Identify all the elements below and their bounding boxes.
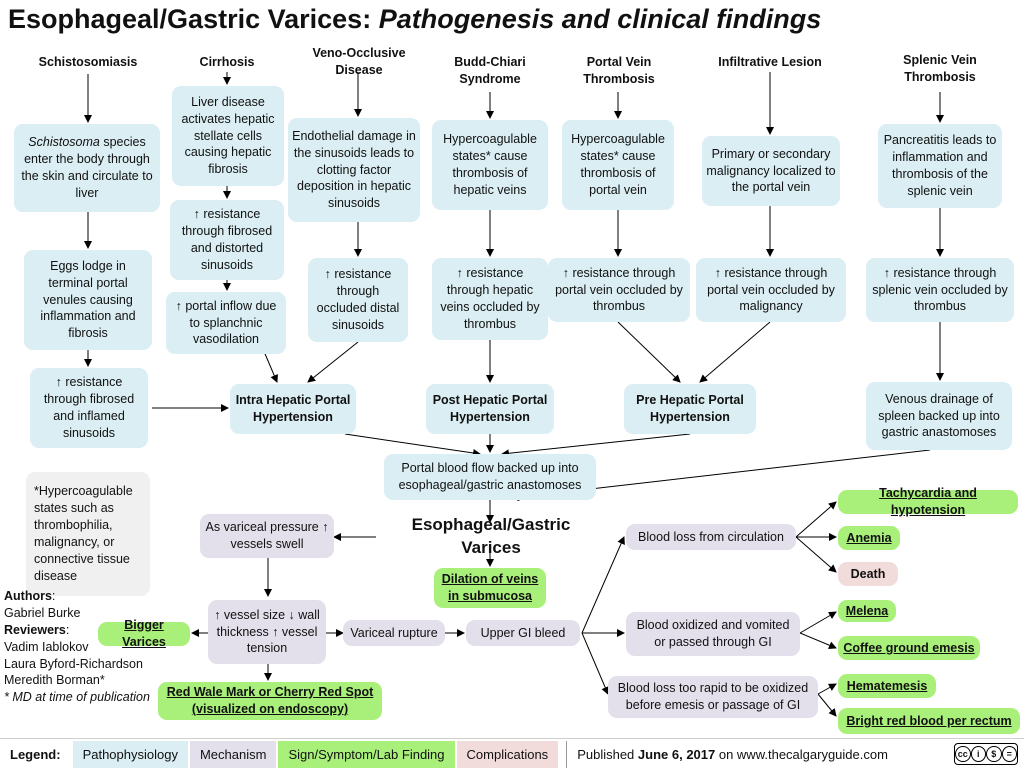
cirrhosis-stellate: Liver disease activates hepatic stellate…: [172, 86, 284, 186]
schistosoma-text: Schistosoma: [28, 135, 100, 150]
schisto-entry-text: species enter the body through the skin …: [21, 135, 153, 200]
header-portal-vein-thrombosis: Portal Vein Thrombosis: [583, 55, 655, 86]
veno-endothelial-damage: Endothelial damage in the sinusoids lead…: [288, 118, 420, 222]
portal-resistance: ↑ resistance through portal vein occlude…: [548, 258, 690, 322]
authors-block: Authors: Gabriel Burke Reviewers: Vadim …: [4, 589, 150, 705]
published-prefix: Published: [577, 746, 638, 762]
red-wale-mark: Red Wale Mark or Cherry Red Spot (visual…: [158, 682, 382, 720]
header-veno-occlusive: Veno-Occlusive Disease: [312, 46, 406, 77]
page-title: Esophageal/Gastric Varices: Pathogenesis…: [8, 4, 821, 35]
varices-title: Esophageal/Gastric Varices: [411, 515, 571, 557]
anemia: Anemia: [838, 526, 900, 550]
header-schistosomiasis: Schistosomiasis: [38, 54, 138, 69]
portal-flow-backed-up: Portal blood flow backed up into esophag…: [384, 454, 596, 500]
header-budd-chiari: Budd-Chiari Syndrome: [454, 55, 526, 86]
splenic-resistance: ↑ resistance through splenic vein occlud…: [866, 258, 1014, 322]
budd-hypercoag: Hypercoagulable states* cause thrombosis…: [432, 120, 548, 210]
hypercoagulable-footnote: *Hypercoagulable states such as thrombop…: [26, 472, 150, 596]
splenic-venous-drainage: Venous drainage of spleen backed up into…: [866, 382, 1012, 450]
splenic-pancreatitis: Pancreatitis leads to inflammation and t…: [878, 124, 1002, 208]
published-date: June 6, 2017: [637, 746, 716, 762]
md-note: * MD at time of publication: [4, 690, 150, 705]
melena: Melena: [838, 600, 896, 622]
tachycardia-hypotension: Tachycardia and hypotension: [838, 486, 1018, 517]
author-name: Gabriel Burke: [4, 605, 81, 620]
reviewer-name: Laura Byford-Richardson: [4, 656, 143, 671]
title-main: Esophageal/Gastric Varices:: [8, 4, 372, 34]
reviewer-name: Meredith Borman*: [4, 673, 105, 688]
dilation-of-veins: Dilation of veins in submucosa: [434, 568, 546, 608]
blood-loss-rapid: Blood loss too rapid to be oxidized befo…: [608, 676, 818, 718]
reviewer-name: Vadim Iablokov: [4, 639, 89, 654]
published-line: Published June 6, 2017 on www.thecalgary…: [566, 740, 898, 768]
reviewers-label: Reviewers: [4, 622, 66, 637]
cirrhosis-resistance: ↑ resistance through fibrosed and distor…: [170, 200, 284, 280]
infiltrative-resistance: ↑ resistance through portal vein occlude…: [696, 258, 846, 322]
authors-label: Authors: [4, 589, 52, 603]
header-cirrhosis: Cirrhosis: [199, 54, 255, 69]
legend-mechanism: Mechanism: [189, 740, 277, 768]
variceal-rupture: Variceal rupture: [343, 620, 445, 646]
header-infiltrative-lesion: Infiltrative Lesion: [718, 54, 822, 69]
cirrhosis-portal-inflow: ↑ portal inflow due to splanchnic vasodi…: [166, 292, 286, 354]
intra-hepatic-hypertension: Intra Hepatic Portal Hypertension: [230, 384, 356, 434]
header-splenic-vein-thrombosis: Splenic Vein Thrombosis: [903, 53, 977, 84]
coffee-ground-emesis: Coffee ground emesis: [838, 636, 980, 660]
legend-sign: Sign/Symptom/Lab Finding: [278, 740, 455, 768]
vessel-changes: ↑ vessel size ↓ wall thickness ↑ vessel …: [208, 600, 326, 664]
upper-gi-bleed: Upper GI bleed: [466, 620, 580, 646]
legend-pathophysiology: Pathophysiology: [72, 740, 188, 768]
portal-hypercoag: Hypercoagulable states* cause thrombosis…: [562, 120, 674, 210]
schisto-entry: Schistosoma species enter the body throu…: [14, 124, 160, 212]
blood-loss-circulation: Blood loss from circulation: [626, 524, 796, 550]
hematemesis: Hematemesis: [838, 674, 936, 698]
published-suffix: on www.thecalgaryguide.com: [715, 746, 888, 762]
bigger-varices: Bigger Varices: [98, 618, 190, 649]
blood-oxidized: Blood oxidized and vomited or passed thr…: [626, 612, 800, 656]
legend-label: Legend:: [10, 746, 61, 762]
post-hepatic-hypertension: Post Hepatic Portal Hypertension: [426, 384, 554, 434]
veno-resistance: ↑ resistance through occluded distal sin…: [308, 258, 408, 342]
bright-red-blood-per-rectum: Bright red blood per rectum: [838, 708, 1020, 734]
budd-resistance: ↑ resistance through hepatic veins occlu…: [432, 258, 548, 340]
variceal-pressure: As variceal pressure ↑ vessels swell: [200, 514, 334, 558]
schisto-resistance: ↑ resistance through fibrosed and inflam…: [30, 368, 148, 448]
infiltrative-malignancy: Primary or secondary malignancy localize…: [702, 136, 840, 206]
title-sub: Pathogenesis and clinical findings: [378, 4, 822, 34]
legend-bar: Legend: Pathophysiology Mechanism Sign/S…: [0, 738, 1024, 769]
schisto-eggs: Eggs lodge in terminal portal venules ca…: [24, 250, 152, 350]
pre-hepatic-hypertension: Pre Hepatic Portal Hypertension: [624, 384, 756, 434]
death: Death: [838, 562, 898, 586]
legend-complications: Complications: [456, 740, 559, 768]
